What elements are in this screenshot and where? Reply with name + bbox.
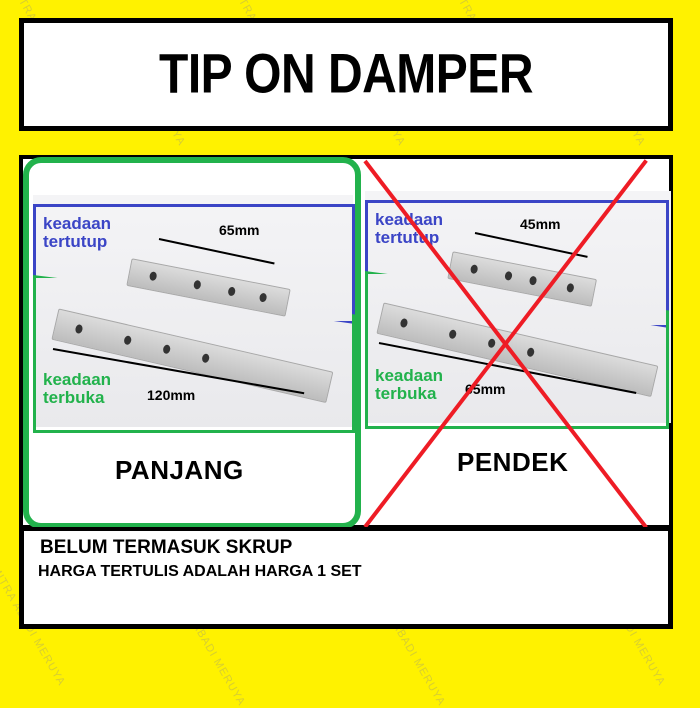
panel-panjang: keadaan tertutup 65mm keadaan terbuka 12… [23, 157, 361, 529]
notes-box: BELUM TERMASUK SKRUP HARGA TERTULIS ADAL… [19, 527, 673, 629]
closed-length: 45mm [520, 216, 561, 232]
variant-label-pendek: PENDEK [457, 447, 569, 477]
note-excludes-screws: BELUM TERMASUK SKRUP [40, 537, 293, 558]
comparison-box: keadaan tertutup 65mm keadaan terbuka 12… [19, 155, 673, 529]
title-banner: TIP ON DAMPER [19, 18, 673, 131]
variant-label-panjang: PANJANG [115, 455, 244, 485]
open-length: 120mm [147, 387, 196, 403]
note-price-per-set: HARGA TERTULIS ADALAH HARGA 1 SET [38, 563, 362, 580]
panel-pendek: keadaan tertutup 45mm keadaan terbuka 65… [363, 159, 673, 529]
open-state-label: keadaan terbuka [375, 366, 444, 403]
closed-length: 65mm [219, 222, 260, 238]
closed-state-label: keadaan tertutup [43, 214, 112, 251]
page-title: TIP ON DAMPER [159, 44, 533, 105]
open-state-label: keadaan terbuka [43, 370, 112, 407]
